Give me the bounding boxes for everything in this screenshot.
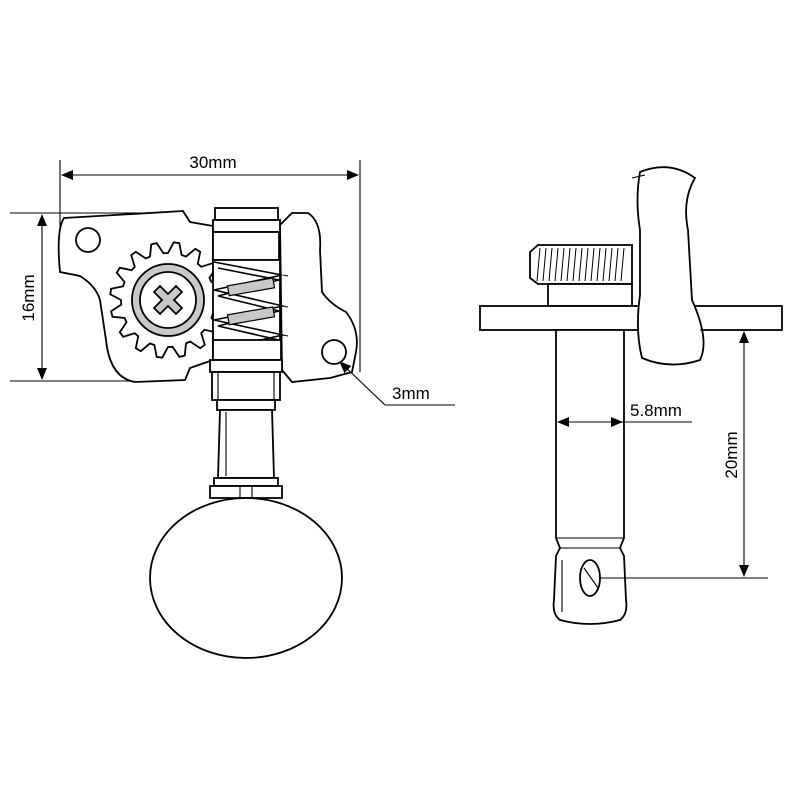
mount-hole-right: [321, 339, 347, 365]
side-view: 5.8mm 20mm: [479, 166, 783, 625]
knurl-line: [596, 247, 601, 282]
knurl-line: [602, 247, 607, 282]
knurl-line: [548, 247, 553, 282]
label-5-8mm: 5.8mm: [630, 401, 682, 420]
string-hole: [579, 559, 601, 597]
dimension-hole-3mm: 3mm: [339, 361, 455, 406]
knurl-line: [560, 247, 565, 282]
worm-shaft: [209, 207, 289, 499]
mount-hole-left: [75, 227, 101, 253]
tuning-button-side: [636, 166, 705, 366]
knurl-line: [542, 247, 547, 282]
string-post: [552, 329, 628, 625]
knurl-line: [608, 247, 613, 282]
knurl-line: [536, 247, 541, 282]
knurl-line: [614, 247, 619, 282]
label-20mm: 20mm: [722, 431, 741, 478]
side-mount-plate: [479, 305, 783, 331]
dimension-width-30mm: 30mm: [59, 153, 361, 372]
label-16mm: 16mm: [19, 274, 38, 321]
label-3mm: 3mm: [392, 384, 430, 403]
knurl-line: [554, 247, 559, 282]
dimension-shaft-5-8mm: 5.8mm: [557, 401, 692, 427]
knurl-line: [566, 247, 571, 282]
phillips-cross-icon: [152, 284, 184, 316]
knurl-line: [572, 247, 577, 282]
dimension-post-20mm: 20mm: [600, 329, 768, 579]
tuning-button-oval: [149, 497, 343, 659]
label-30mm: 30mm: [189, 153, 236, 172]
knurl-line: [584, 247, 589, 282]
knurl-line: [620, 247, 625, 282]
knurled-worm: [529, 244, 633, 307]
knurl-line: [578, 247, 583, 282]
knurl-line: [590, 247, 595, 282]
front-view: 30mm 16mm 3mm: [10, 153, 455, 659]
